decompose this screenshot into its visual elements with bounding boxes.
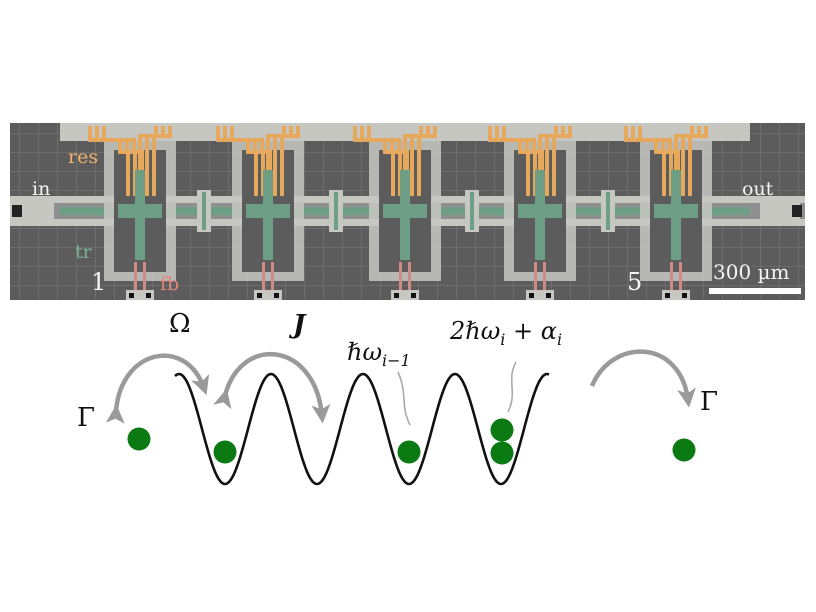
- feedline-right: [271, 262, 274, 292]
- photon-site-1: [213, 440, 237, 464]
- transmon-arm-horizontal: [654, 204, 698, 218]
- transmon-arm-horizontal: [383, 204, 427, 218]
- transmon-array: [118, 170, 698, 260]
- feedline-pad: [391, 290, 419, 300]
- drive-label: Ω: [169, 309, 191, 339]
- potential-wells-curve: [174, 372, 550, 486]
- transmon-arm-horizontal: [118, 204, 162, 218]
- photon-site-3: [397, 440, 421, 464]
- scale-bar-label: 300 µm: [713, 260, 790, 284]
- coupler-plate: [606, 192, 610, 230]
- feedline-contact: [529, 293, 534, 298]
- double-energy-pointer: [507, 361, 517, 413]
- input-port-label: in: [32, 178, 50, 200]
- feedline-contact: [274, 293, 279, 298]
- feedline-right: [543, 262, 546, 292]
- resonator-meander: [223, 126, 265, 196]
- photon-site-4-upper: [490, 418, 514, 442]
- resonator-label: res: [68, 146, 98, 168]
- feedline-contact: [682, 293, 687, 298]
- output-port-pad: [760, 201, 800, 221]
- resonator-meander: [266, 126, 286, 196]
- hopping-arrow: [213, 351, 331, 424]
- coupler-plate: [470, 192, 474, 230]
- resonator-meander: [360, 126, 402, 196]
- resonator-array: [88, 126, 708, 196]
- feedline-right: [408, 262, 411, 292]
- hopping-label: J: [288, 310, 307, 340]
- feedline-pad: [254, 290, 282, 300]
- input-port-contact: [12, 205, 22, 217]
- feedline-pad: [126, 290, 154, 300]
- resonator-meander: [95, 126, 137, 196]
- input-port-pad: [14, 201, 54, 221]
- chip-micrograph: [10, 123, 805, 300]
- feedline-pad: [662, 290, 690, 300]
- photon-site-4-lower: [490, 441, 514, 465]
- transmon-arm-horizontal: [246, 204, 290, 218]
- output-port-label: out: [742, 178, 774, 200]
- resonator-meander: [216, 126, 258, 196]
- scale-bar: [709, 288, 801, 294]
- feedline-right: [679, 262, 682, 292]
- resonator-meander: [624, 126, 666, 196]
- loss-label-right: Γ: [700, 387, 718, 417]
- feedline-pad: [526, 290, 554, 300]
- single-energy-pointer: [397, 371, 411, 426]
- resonator-meander: [538, 126, 558, 196]
- double-energy-label: 2ℏωi + αi: [449, 317, 562, 349]
- drive-arrow: [105, 353, 210, 424]
- loss-arrow-right: [589, 349, 696, 408]
- resonator-meander: [495, 126, 537, 196]
- feedline-contact: [411, 293, 416, 298]
- resonator-meander: [353, 126, 395, 196]
- first-site-label: 1: [91, 268, 106, 296]
- resonator-meander: [674, 126, 694, 196]
- loss-label-left: Γ: [77, 403, 95, 433]
- feedline-left: [262, 262, 265, 292]
- feedline-contact: [146, 293, 151, 298]
- feedline-contact: [665, 293, 670, 298]
- transmon-label: tr: [75, 241, 93, 263]
- feedline-left: [534, 262, 537, 292]
- feedline-left: [134, 262, 137, 292]
- resonator-meander: [88, 126, 130, 196]
- transmon-arm-horizontal: [518, 204, 562, 218]
- resonator-meander: [631, 126, 673, 196]
- resonator-meander: [138, 126, 158, 196]
- feedline-contact: [546, 293, 551, 298]
- photon-right-bath: [672, 438, 696, 462]
- feedline-contact: [257, 293, 262, 298]
- output-port-contact: [792, 205, 802, 217]
- feedline-left: [399, 262, 402, 292]
- feedline-left: [670, 262, 673, 292]
- resonator-meander: [403, 126, 423, 196]
- feedline-contact: [394, 293, 399, 298]
- photon-left-bath: [127, 427, 151, 451]
- single-energy-label: ℏωi−1: [347, 338, 411, 370]
- feedline-array: [126, 262, 690, 300]
- coupler-plate: [334, 192, 338, 230]
- feedline-right: [143, 262, 146, 292]
- resonator-meander: [488, 126, 530, 196]
- last-site-label: 5: [627, 268, 642, 296]
- coupler-plate: [202, 192, 206, 230]
- feedline-contact: [129, 293, 134, 298]
- feedline-label: fb: [160, 273, 179, 295]
